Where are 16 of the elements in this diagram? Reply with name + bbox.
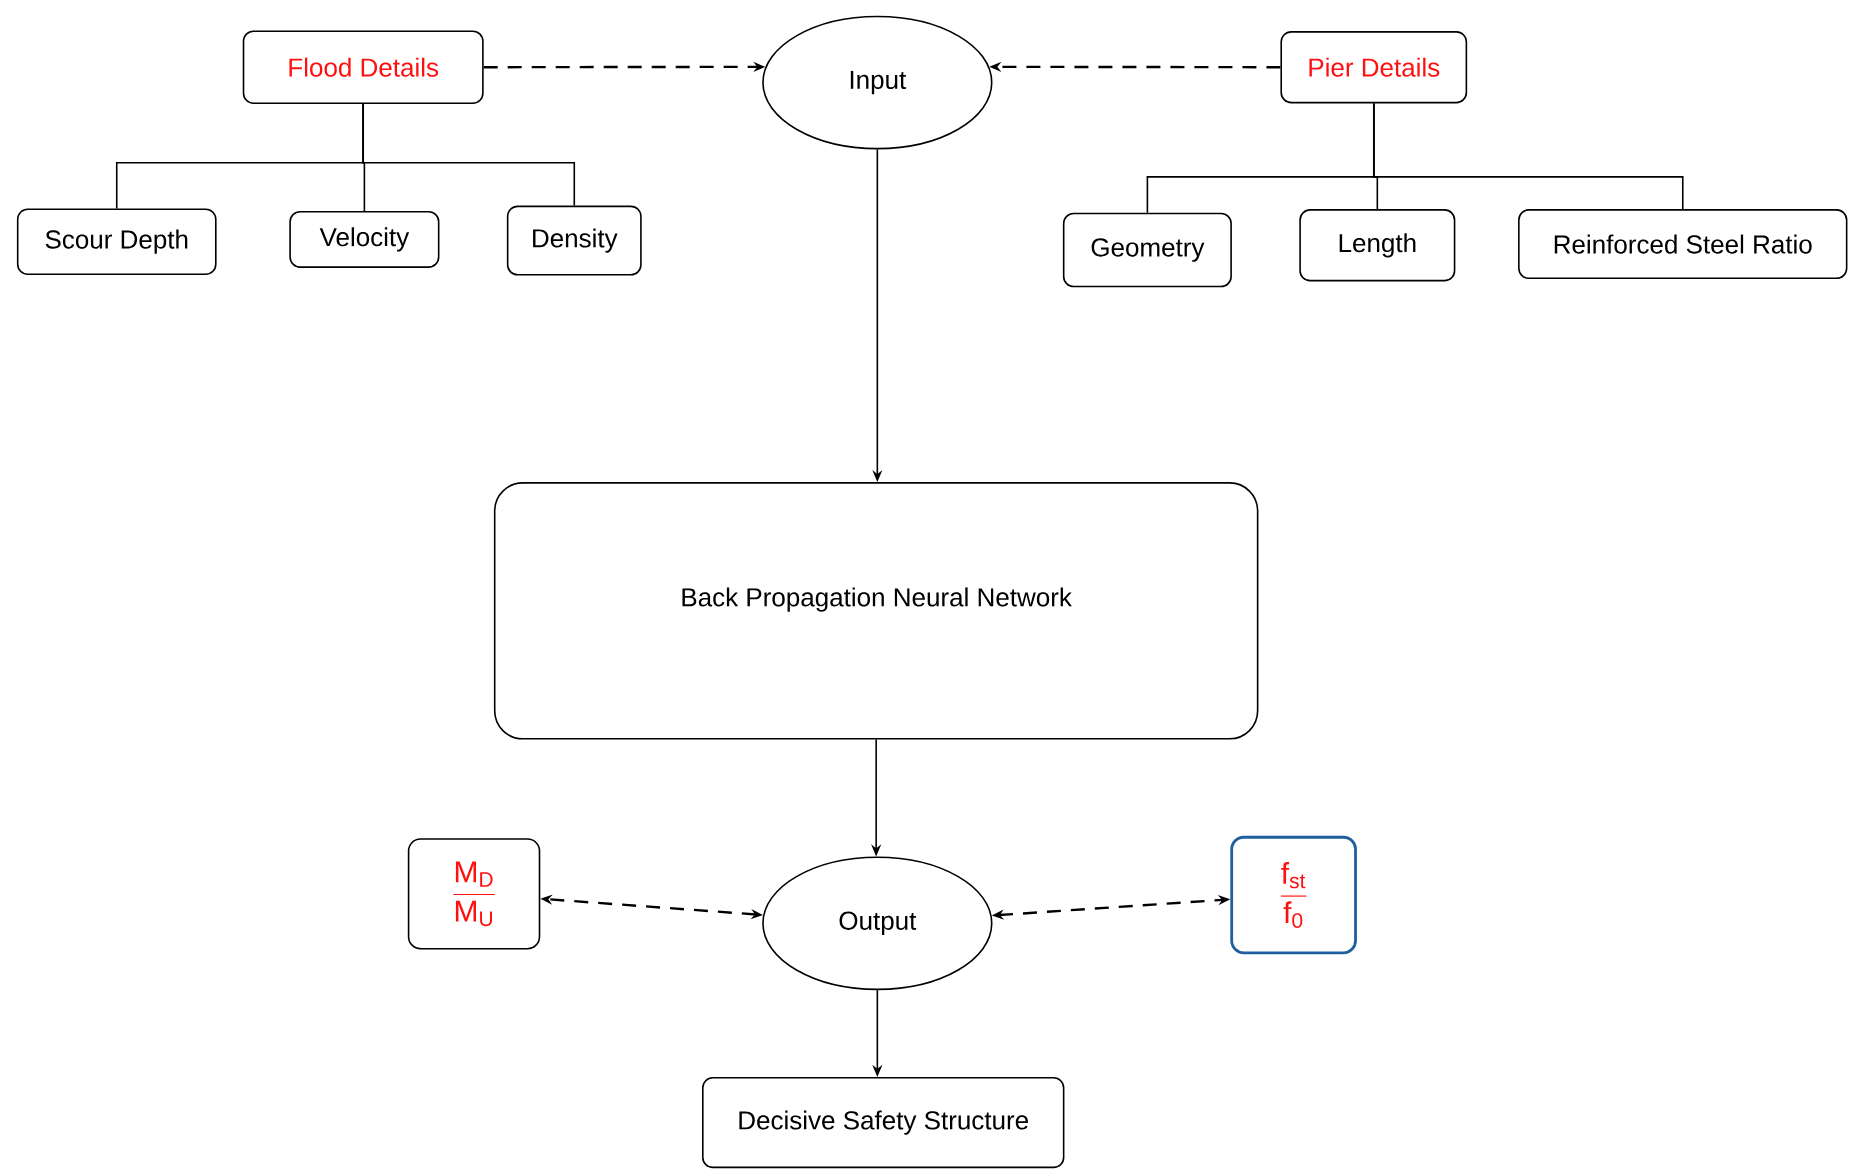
text-box: Pier Details [1280, 31, 1468, 104]
text-box: Decisive Safety Structure [702, 1077, 1065, 1169]
process-box: Back Propagation Neural Network [493, 482, 1259, 740]
text-box: Length [1299, 209, 1456, 282]
text-box: Geometry [1062, 212, 1232, 288]
connector-line [1373, 102, 1684, 210]
formula-box: $\frac{\mathrm{f_{st}}}{\mathrm{f_0}}$ [1230, 835, 1357, 955]
ellipse-node: Output [762, 856, 993, 991]
ellipse-node: Input [762, 15, 993, 150]
text-box: Flood Details [242, 30, 484, 104]
connector-line [362, 103, 576, 207]
text-box: Density [506, 205, 642, 276]
text-box: Velocity [289, 210, 440, 268]
formula-box: $\frac{\mathrm{M_D}}{\mathrm{M_U}}$ [407, 838, 541, 950]
text-box: Reinforced Steel Ratio [1518, 209, 1848, 280]
text-box: Scour Depth [16, 208, 217, 275]
